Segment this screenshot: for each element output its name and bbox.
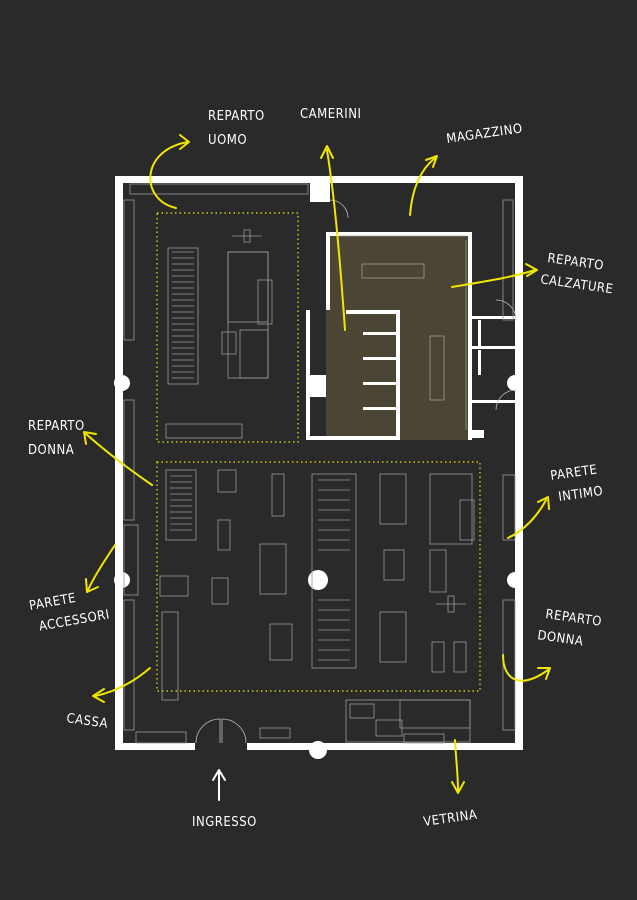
calzature-furniture	[340, 235, 467, 430]
arrow-magazzino	[409, 157, 436, 216]
uomo-furniture	[165, 229, 273, 439]
arrow-intimo	[507, 499, 547, 539]
door-arcs	[195, 199, 517, 744]
arrows	[83, 134, 551, 794]
label-magazzino: MAGAZZINO	[445, 121, 523, 147]
columns	[114, 375, 523, 759]
label-ingresso: INGRESSO	[192, 815, 257, 830]
arrow-calzature	[451, 269, 536, 288]
zone-uomo-boundary	[156, 212, 299, 443]
arrow-donna-right	[502, 654, 549, 682]
cassa-vetrina-furniture	[135, 699, 471, 744]
label-reparto-calzature: REPARTO CALZATURE	[539, 251, 617, 298]
arrow-camerini	[326, 149, 346, 331]
label-cassa: CASSA	[65, 711, 108, 732]
donna-furniture	[159, 469, 475, 701]
arrow-cassa	[94, 667, 151, 697]
label-reparto-uomo: REPARTO UOMO	[208, 109, 269, 148]
arrow-vetrina	[454, 739, 459, 791]
label-parete-intimo: PARETE INTIMO	[549, 462, 605, 506]
arrow-reparto-uomo	[149, 141, 189, 209]
zone-donna-boundary	[156, 461, 481, 692]
outer-walls	[115, 176, 523, 750]
arrow-donna-left	[85, 433, 153, 486]
label-camerini: CAMERINI	[300, 107, 361, 122]
inner-walls	[306, 232, 516, 440]
label-reparto-donna-left: REPARTO DONNA	[28, 419, 89, 458]
label-vetrina: VETRINA	[422, 808, 478, 830]
label-parete-accessori: PARETE ACCESSORI	[28, 586, 111, 636]
label-reparto-donna-right: REPARTO DONNA	[536, 606, 606, 652]
arrow-accessori	[87, 544, 116, 591]
arrow-ingresso	[212, 769, 226, 801]
